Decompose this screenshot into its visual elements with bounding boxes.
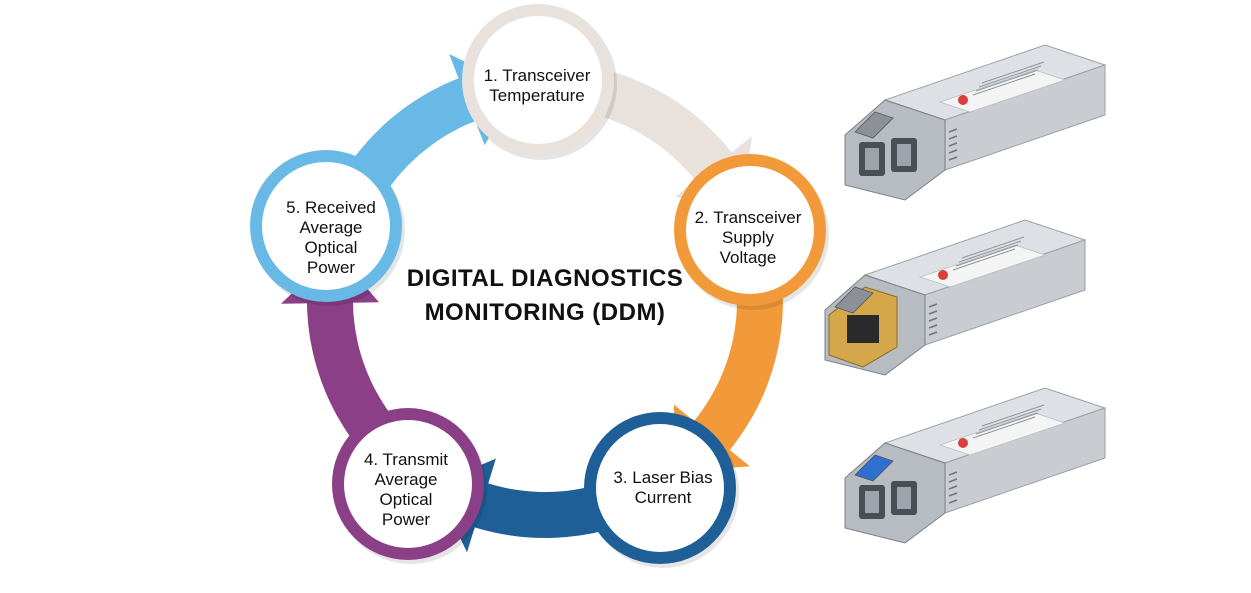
diagram-title-line2: MONITORING (DDM) — [424, 299, 666, 326]
vent-slit — [948, 471, 958, 476]
vent-slit — [948, 142, 958, 147]
sfp-module-multimode — [844, 44, 1107, 201]
label-text-line — [972, 416, 1036, 439]
bail-latch-icon — [854, 111, 894, 139]
step-received-power-circle — [262, 162, 390, 290]
vent-slit — [928, 310, 938, 315]
label-text-line — [981, 404, 1045, 427]
cycle-arrow-2 — [673, 264, 783, 472]
lc-ferrule-icon — [865, 148, 879, 170]
brand-logo-icon — [958, 438, 968, 448]
lc-ferrule-icon — [865, 491, 879, 513]
label-text-line — [952, 248, 1016, 271]
label-text-line — [975, 412, 1039, 435]
diagram-title-line1: DIGITAL DIAGNOSTICS — [406, 265, 684, 292]
lc-ferrule-icon — [897, 144, 911, 166]
module-label-icon — [938, 69, 1067, 113]
step-label-supply-voltage: 2. Transceiver Supply Voltage — [694, 208, 802, 267]
label-text-line — [955, 244, 1019, 267]
sfp-module-copper — [824, 219, 1087, 376]
module-label-icon — [918, 244, 1047, 288]
label-text-line — [958, 240, 1022, 263]
step-temperature-circle — [474, 16, 602, 144]
vent-slit — [948, 135, 958, 140]
rj45-socket-icon — [847, 315, 879, 343]
cycle-arrow-4 — [281, 251, 405, 463]
blue-latch-icon — [854, 454, 894, 482]
step-label-transmit-power: 4. Transmit Average Optical Power — [363, 450, 449, 529]
vent-slit — [948, 156, 958, 161]
diagram-title: DIGITAL DIAGNOSTICS MONITORING (DDM) — [380, 262, 710, 330]
vent-slit — [928, 324, 938, 329]
label-text-line — [975, 69, 1039, 92]
bail-latch-icon — [834, 286, 874, 314]
step-laser-bias-circle — [596, 424, 724, 552]
vent-slit — [948, 492, 958, 497]
vent-slit — [928, 303, 938, 308]
label-text-line — [981, 61, 1045, 84]
brand-logo-icon — [958, 95, 968, 105]
label-text-line — [978, 408, 1042, 431]
vent-slit — [948, 149, 958, 154]
cycle-nodes — [250, 4, 829, 568]
label-text-line — [978, 65, 1042, 88]
vent-slit — [948, 478, 958, 483]
sfp-modules — [824, 44, 1107, 544]
vent-slit — [928, 317, 938, 322]
step-label-received-power: 5. Received Average Optical Power — [286, 198, 376, 277]
step-transmit-power-circle — [344, 420, 472, 548]
vent-slit — [928, 331, 938, 336]
vent-slit — [948, 499, 958, 504]
step-label-laser-bias: 3. Laser Bias Current — [613, 468, 713, 507]
label-text-line — [972, 73, 1036, 96]
vent-slit — [948, 128, 958, 133]
brand-logo-icon — [938, 270, 948, 280]
sfp-module-singlemode — [844, 387, 1107, 544]
step-label-temperature: 1. Transceiver Temperature — [483, 66, 591, 105]
module-label-icon — [938, 412, 1067, 456]
label-text-line — [961, 236, 1025, 259]
step-supply-voltage-circle — [686, 166, 814, 294]
lc-ferrule-icon — [897, 487, 911, 509]
vent-slit — [948, 485, 958, 490]
